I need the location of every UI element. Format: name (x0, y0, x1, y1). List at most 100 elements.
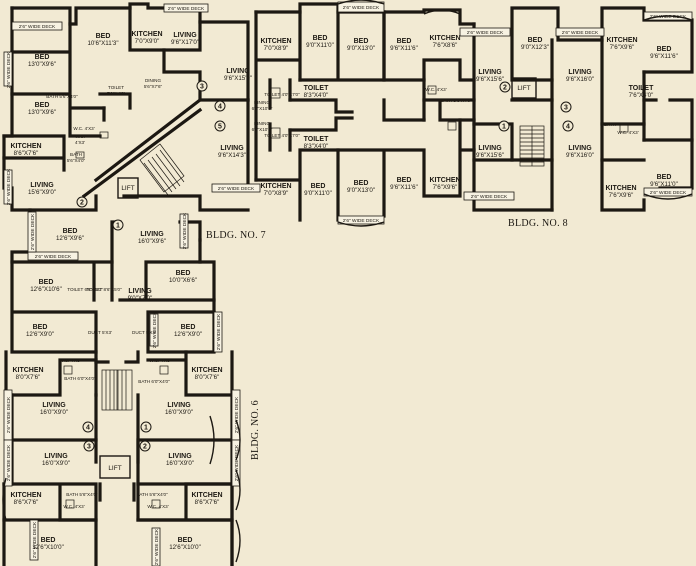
room-dimension: 7'0"X9'0" (135, 38, 160, 45)
room-name: LIVING (226, 68, 250, 75)
deck-label: 2'6" WIDE DECK (218, 186, 255, 192)
unit-number: 2 (143, 444, 147, 451)
unit-number: 4 (218, 104, 222, 111)
room-name: LIVING (42, 402, 66, 409)
fixture-label: BATH 5'6"X4'0" (66, 492, 98, 497)
room-name: KITCHEN (429, 177, 460, 184)
room-name: BED (41, 537, 56, 544)
deck-label: 2'6" WIDE DECK (30, 213, 36, 250)
room-name: LIVING (478, 69, 502, 76)
room-name: BED (181, 324, 196, 331)
room-dimension: 9'6"X11'6" (650, 53, 678, 60)
room-name: BED (39, 279, 54, 286)
room-name: BED (35, 102, 50, 109)
room-dimension: 12'6"X9'6" (56, 235, 84, 242)
room-name: KITCHEN (131, 31, 162, 38)
room-dimension: 9'6"X14'3" (218, 152, 246, 159)
fixture-label: BATH (604, 122, 616, 127)
fixture-label: TOILET 6'6"X5'0" (67, 287, 103, 292)
deck-label: 2'6" WIDE DECK (6, 168, 12, 205)
unit-number: 2 (80, 200, 84, 207)
room-dimension: 9'6"X17'0" (171, 39, 199, 46)
lift-label: LIFT (108, 465, 121, 472)
deck-label: 2'6" WIDE DECK (19, 24, 56, 30)
room-name: LIVING (140, 231, 164, 238)
room-dimension: 7'0"X8'9" (264, 45, 289, 52)
room-name: KITCHEN (191, 367, 222, 374)
room-name: BED (313, 35, 328, 42)
room-name: DINING (145, 78, 162, 83)
room-dimension: 8'6"X7'6" (14, 499, 39, 506)
room-dimension: 7'6"X9'6" (433, 184, 458, 191)
fixture-label: W.C. 4'X3' (147, 504, 168, 509)
deck-label: 2'6" WIDE DECK (650, 14, 687, 20)
room-dimension: 13'0"X9'6" (28, 109, 56, 116)
fixture-label: BATH 5'6"X4'0" (440, 98, 472, 103)
deck-labels: 2'6" WIDE DECK 2'6" WIDE DECK 2'6" WIDE … (6, 5, 687, 565)
room-name: DINING (254, 121, 271, 126)
unit-number: 1 (116, 223, 120, 230)
room-name: KITCHEN (12, 367, 43, 374)
room-dimension: 8'3"X4'0" (304, 92, 329, 99)
deck-label: 2'6" WIDE DECK (152, 311, 158, 348)
room-dimension: 15'6"X9'0" (28, 189, 56, 196)
room-name: BED (354, 38, 369, 45)
room-name: BED (657, 46, 672, 53)
room-dimension: 9'0"X13'0" (347, 187, 375, 194)
room-dimension: 12'6"X10'0" (32, 544, 64, 551)
room-name: LIVING (173, 32, 197, 39)
fixture-label: W.C. 4'X3' (149, 358, 170, 363)
room-dimension: 6'0"X10'6" (252, 127, 273, 132)
room-dimension: 7'6"X9'6" (609, 192, 634, 199)
deck-label: 2'6" WIDE DECK (216, 313, 222, 350)
room-name: LIVING (30, 182, 54, 189)
room-dimension: 8'6"X7'6" (195, 499, 220, 506)
room-name: BED (657, 174, 672, 181)
room-dimension: 16'0"X9'0" (166, 460, 194, 467)
unit-number: 3 (200, 84, 204, 91)
room-name: BED (178, 537, 193, 544)
room-dimension: 10'0"X6'6" (169, 277, 197, 284)
room-dimension: 9'6"X15'0" (224, 75, 252, 82)
room-dimension: 9'0"X12'3" (521, 44, 549, 51)
unit-number: 2 (503, 85, 507, 92)
deck-label: 2'6" WIDE DECK (471, 194, 508, 200)
room-name: LIVING (128, 288, 152, 295)
room-name: BED (63, 228, 78, 235)
room-dimension: 6'0"X10'6" (252, 106, 273, 111)
decks (3, 1, 693, 566)
fixture-label: BATH 5'6"X4'0" (136, 492, 168, 497)
room-name: BED (354, 180, 369, 187)
unit-number: 1 (502, 124, 506, 131)
deck-label: 2'6" WIDE DECK (6, 396, 12, 433)
deck-label: 2'6" WIDE DECK (343, 5, 380, 11)
building-7-label: BLDG. NO. 7 (206, 230, 266, 241)
room-name: KITCHEN (10, 143, 41, 150)
room-dimension: 7'6"X9'6" (610, 44, 635, 51)
deck-label: 2'6" WIDE DECK (234, 396, 240, 433)
room-dimension: 9'6"X15'6" (476, 152, 504, 159)
stair-building-6 (101, 369, 133, 411)
room-name: KITCHEN (605, 185, 636, 192)
room-dimension: 9'0"X7'0" (128, 295, 153, 302)
room-name: LIVING (220, 145, 244, 152)
deck-label: 2'6" WIDE DECK (650, 190, 687, 196)
unit-number: 5 (218, 124, 222, 131)
room-dimension: 7'0"X8'9" (264, 190, 289, 197)
fixture-label: W.C. 4'X3' (73, 126, 94, 131)
room-name: KITCHEN (191, 492, 222, 499)
room-dimension: 9'0"X11'0" (306, 42, 334, 49)
room-dimension: 12'6"X9'0" (26, 331, 54, 338)
deck-label: 2'6" WIDE DECK (154, 528, 160, 565)
room-name: LIVING (568, 69, 592, 76)
unit-markers: 3 4 5 2 1 1 2 3 4 1 2 3 4 (76, 80, 574, 452)
room-dimension: 9'6"X11'6" (390, 45, 418, 52)
unit-number: 3 (87, 444, 91, 451)
fixture-label: TOILET 4'0"X7'0" (264, 92, 300, 97)
room-dimension: 8'0"X7'6" (195, 374, 220, 381)
room-dimension: 9'6"X15'6" (476, 76, 504, 83)
deck-label: 2'6" WIDE DECK (343, 218, 380, 224)
room-name: LIVING (44, 453, 68, 460)
room-dimension: 16'0"X9'6" (138, 238, 166, 245)
